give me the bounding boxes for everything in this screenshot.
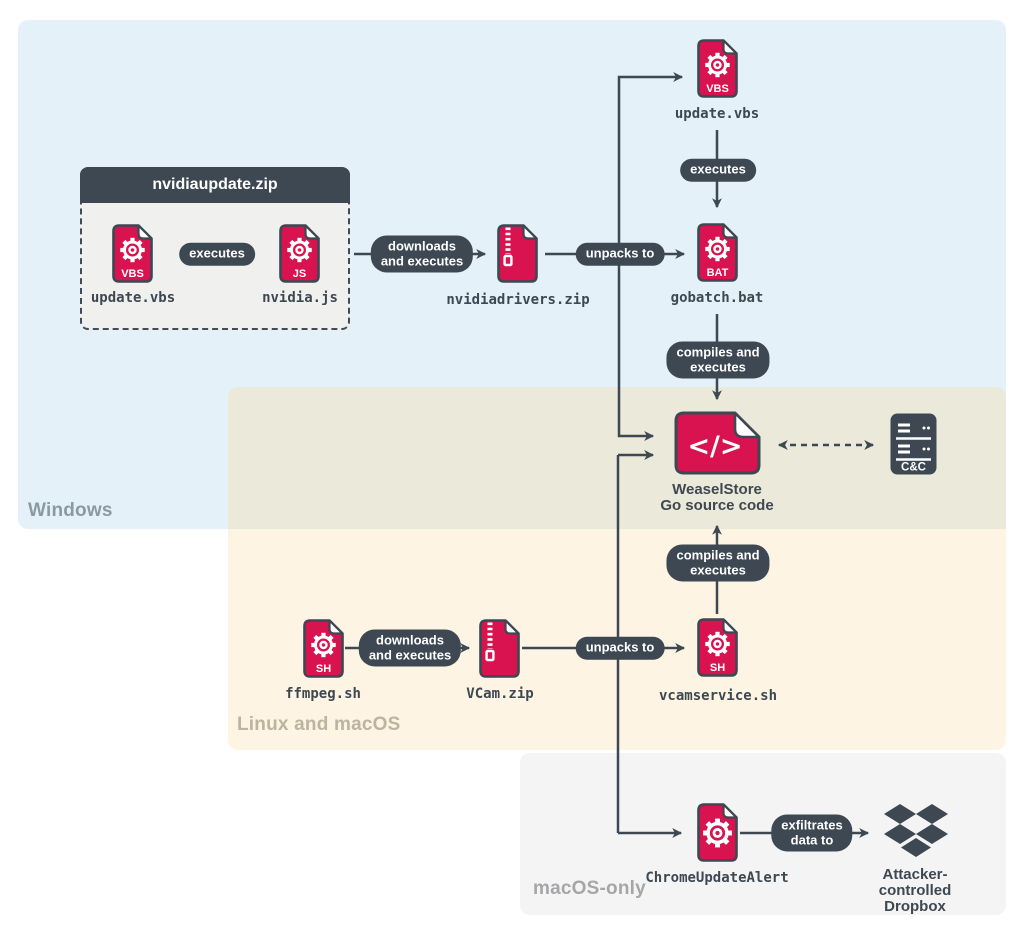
sh-badge: SH <box>316 663 331 675</box>
downloads-and-executes-pill: downloads and executes <box>370 235 474 273</box>
sh-file-icon: SH <box>697 618 738 677</box>
windows-region-label: Windows <box>28 500 113 521</box>
linux-macos-region-label: Linux and macOS <box>237 714 401 735</box>
exfiltrates-data-to-pill: exfiltrates data to <box>771 814 853 852</box>
file-label: ChromeUpdateAlert <box>645 870 789 886</box>
zip-file-icon <box>479 619 520 678</box>
file-label: vcamservice.sh <box>658 688 778 704</box>
macos-only-region-label: macOS-only <box>533 878 646 899</box>
bat-badge: BAT <box>707 267 729 279</box>
file-label: ffmpeg.sh <box>285 686 361 702</box>
executes-pill: executes <box>179 242 255 266</box>
archive-title: nvidiaupdate.zip <box>152 176 278 193</box>
dropbox-icon <box>884 804 948 857</box>
gear-file-icon <box>697 803 738 862</box>
vbs-file-icon: VBS <box>112 224 153 283</box>
downloads-and-executes-pill: downloads and executes <box>358 629 462 667</box>
code-glyph: </> <box>687 431 742 462</box>
js-badge: JS <box>293 268 306 280</box>
vbs-badge: VBS <box>121 268 144 280</box>
dropbox-label: Attacker-controlled Dropbox <box>878 866 952 916</box>
file-label: VCam.zip <box>466 686 534 702</box>
file-label: nvidiadrivers.zip <box>446 292 590 308</box>
weaselstore-label: WeaselStore Go source code <box>660 481 774 515</box>
file-label: update.vbs <box>674 106 760 122</box>
compiles-and-executes-pill: compiles and executes <box>666 544 770 582</box>
unpacks-to-pill: unpacks to <box>575 242 665 266</box>
archive-container-header: nvidiaupdate.zip <box>80 167 350 203</box>
vbs-badge: VBS <box>706 83 729 95</box>
executes-pill: executes <box>680 158 756 182</box>
cnc-server-icon: C&C <box>890 413 937 475</box>
bat-file-icon: BAT <box>697 223 738 282</box>
file-label: gobatch.bat <box>670 290 764 306</box>
vbs-file-icon: VBS <box>697 39 738 98</box>
sh-badge: SH <box>710 662 725 674</box>
file-label: nvidia.js <box>262 290 338 306</box>
compiles-and-executes-pill: compiles and executes <box>666 341 770 379</box>
file-label: update.vbs <box>90 290 176 306</box>
cnc-label: C&C <box>901 462 926 474</box>
js-file-icon: JS <box>279 224 320 283</box>
unpacks-to-pill: unpacks to <box>575 636 665 660</box>
go-source-file-icon: </> <box>674 411 761 475</box>
sh-file-icon: SH <box>303 619 344 678</box>
zip-file-icon <box>497 224 538 283</box>
